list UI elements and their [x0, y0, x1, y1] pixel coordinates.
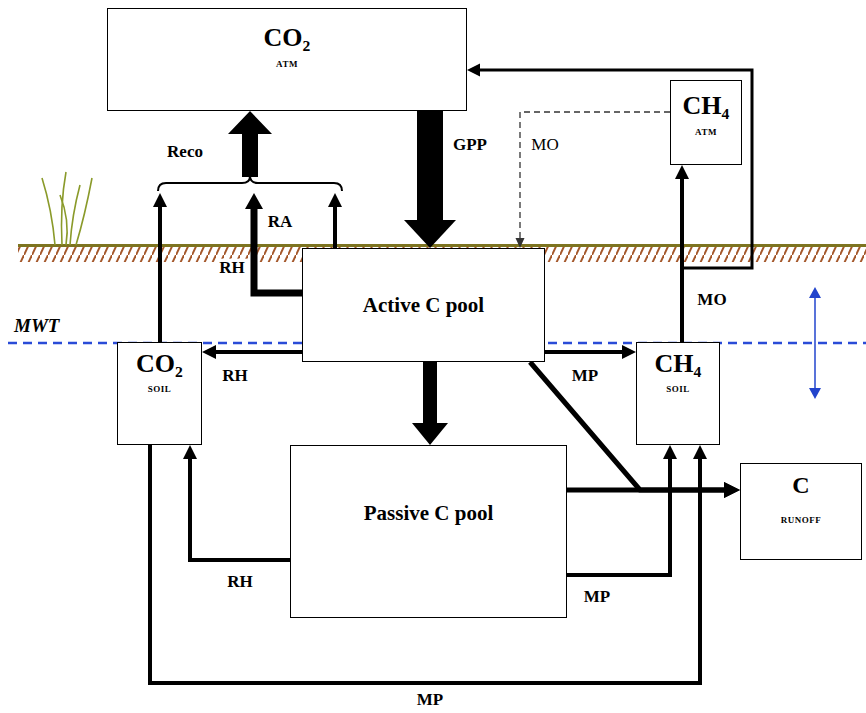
flux-arrow	[567, 445, 677, 575]
flux-line	[254, 208, 302, 293]
arrow-head	[202, 345, 216, 359]
flux-label: RA	[266, 213, 295, 232]
flux-line	[417, 111, 443, 221]
flux-label: RH	[217, 259, 247, 278]
water-table-range-arrow	[809, 287, 821, 399]
arrow-head	[724, 482, 740, 498]
flux-label: RH	[225, 573, 255, 592]
flux-arrow	[412, 362, 448, 445]
flux-arrow	[567, 482, 740, 498]
flux-label: MO	[529, 136, 560, 155]
arrow-head	[412, 423, 448, 445]
flux-line	[423, 362, 437, 424]
pool-name: C	[792, 472, 809, 499]
arrow-head	[183, 445, 197, 459]
flux-label: MP	[415, 691, 445, 710]
flux-arrow	[328, 193, 342, 248]
flux-label: MO	[695, 291, 728, 310]
pool-name: CO₂	[264, 23, 311, 53]
water-table-label: MWT	[12, 315, 61, 337]
pool-subtitle: SOIL	[666, 384, 690, 394]
pool-subtitle: SOIL	[148, 384, 172, 394]
arrow-head	[663, 445, 677, 459]
arrow-head	[328, 193, 342, 207]
flux-line	[567, 458, 670, 575]
pool-subtitle: ATM	[695, 127, 717, 137]
arrow-head	[516, 238, 525, 248]
carbon-pool-box: C RUNOFF	[740, 463, 862, 560]
flux-line	[333, 206, 337, 248]
flux-line	[215, 350, 302, 354]
arrow-head	[153, 193, 167, 207]
flux-line	[520, 112, 670, 239]
pool-subtitle: RUNOFF	[781, 515, 822, 525]
carbon-pool-box: CH₄ SOIL	[636, 342, 720, 445]
pool-name: CO₂	[136, 349, 183, 379]
flux-label: GPP	[451, 136, 489, 155]
flux-arrow	[153, 193, 167, 342]
arrow-head	[245, 193, 263, 209]
flux-label: MP	[582, 588, 612, 607]
reco-arrow	[228, 111, 272, 177]
flux-label: RH	[220, 367, 250, 386]
pool-name: CH₄	[683, 91, 730, 121]
carbon-pool-box: CO₂ SOIL	[117, 342, 202, 445]
pool-subtitle: ATM	[276, 59, 298, 69]
arrow-head	[467, 64, 480, 77]
flux-line	[150, 445, 700, 683]
grass-symbol	[42, 172, 92, 245]
arrow-head	[693, 445, 707, 459]
pool-name: Active C pool	[363, 293, 484, 318]
flux-arrow	[150, 445, 707, 683]
flux-line	[190, 458, 290, 560]
reco-label: Reco	[165, 143, 205, 162]
flux-line	[545, 350, 623, 354]
carbon-pool-box: Active C pool	[302, 248, 545, 362]
flux-arrow	[245, 193, 302, 293]
pool-name: CH₄	[655, 349, 702, 379]
flux-arrow	[183, 445, 290, 560]
arrow-head	[622, 345, 636, 359]
flux-line	[158, 206, 162, 342]
arrow-head	[675, 165, 689, 179]
flux-label: MP	[570, 367, 600, 386]
pool-name: Passive C pool	[364, 501, 494, 526]
ground-surface	[18, 244, 866, 247]
carbon-pool-box: CH₄ ATM	[670, 80, 742, 165]
flux-arrow	[202, 345, 302, 359]
flux-arrow	[516, 112, 671, 248]
arrow-head	[404, 220, 456, 248]
flux-arrow	[545, 345, 636, 359]
carbon-pool-box: Passive C pool	[290, 445, 567, 618]
flux-arrow	[404, 111, 456, 248]
reco-brace	[158, 176, 342, 191]
arrow-head	[724, 482, 740, 498]
carbon-pool-box: CO₂ ATM	[107, 8, 467, 111]
